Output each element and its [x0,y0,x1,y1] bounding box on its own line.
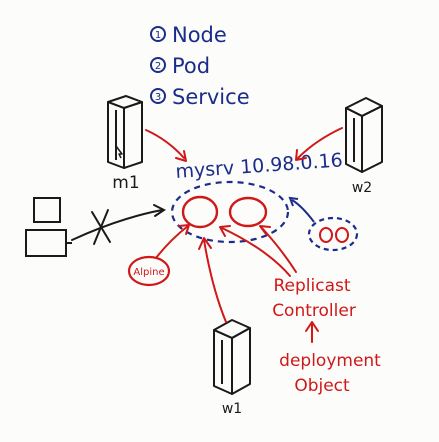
legend: 1 Node 2 Pod 3 Service [150,23,250,109]
service-boundary [170,180,290,244]
external-pod-2 [335,227,349,243]
arrowhead-m1 [175,150,187,162]
arrowhead-controller-pod2 [259,225,271,235]
arrowhead-controller-pod1 [219,225,231,237]
alpine-label: Alpine [133,267,164,278]
arrowhead-w2 [295,149,307,161]
external-pod-group [307,216,359,252]
node-w1 [213,319,251,395]
node-w1-box-top [213,319,251,339]
legend-label-node: Node [172,23,227,47]
legend-number-2: 2 [155,61,161,72]
access-arrowhead [153,204,166,217]
arrowhead-deployment [305,321,319,332]
node-w2 [345,97,383,173]
pod-1 [181,195,219,229]
client-computers [25,197,72,257]
arrow-controller-to-pod1 [221,227,291,277]
legend-number-1: 1 [155,30,161,41]
external-pod-1 [319,227,333,243]
node-w2-label: w2 [352,180,372,196]
deployment-label-line2: Object [294,376,350,396]
alpine-badge [127,255,171,287]
node-w2-box-top [345,97,383,117]
deployment-label-line1: deployment [279,351,381,371]
arrow-w1-to-service [203,239,227,323]
external-pod-arrow [291,199,315,223]
controller-label-line1: Replicast [273,276,350,296]
arrow-alpine-to-pod [155,225,189,259]
cursor-icon [115,145,123,159]
node-w2-box-right [361,105,383,173]
service-label: mysrv 10.98.0.16 [175,149,344,183]
arrowhead-w1 [198,237,212,250]
node-m1-box-right [123,101,143,169]
legend-label-service: Service [172,85,250,109]
legend-label-pod: Pod [172,54,210,78]
node-m1-label: m1 [112,173,139,193]
arrow-m1-to-service [145,129,185,159]
legend-marker-2 [150,57,166,73]
arrow-w2-to-service [297,127,343,159]
legend-number-3: 3 [155,92,161,103]
node-w1-label: w1 [222,401,242,417]
pod-2 [228,196,268,228]
blocked-access-arrow [71,204,166,245]
client-monitor [33,197,61,223]
legend-marker-1 [150,26,166,42]
red-arrows [145,127,343,343]
node-w1-box-right [231,327,251,395]
node-m1 [107,95,143,169]
controller-label-line2: Controller [272,301,356,321]
external-pod-arrowhead [288,196,299,207]
block-x-line-2 [93,209,109,245]
node-m1-box-top [107,95,143,109]
legend-marker-3 [150,88,166,104]
arrowhead-alpine [178,224,190,235]
access-line [71,209,163,241]
client-box [25,229,67,257]
